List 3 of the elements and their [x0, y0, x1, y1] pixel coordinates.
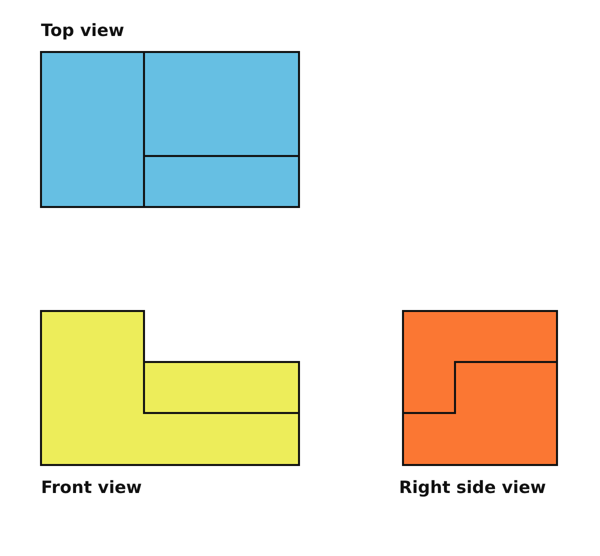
view-label: Right side view [399, 478, 546, 498]
view-label: Top view [41, 21, 124, 41]
view-label: Front view [41, 478, 142, 498]
